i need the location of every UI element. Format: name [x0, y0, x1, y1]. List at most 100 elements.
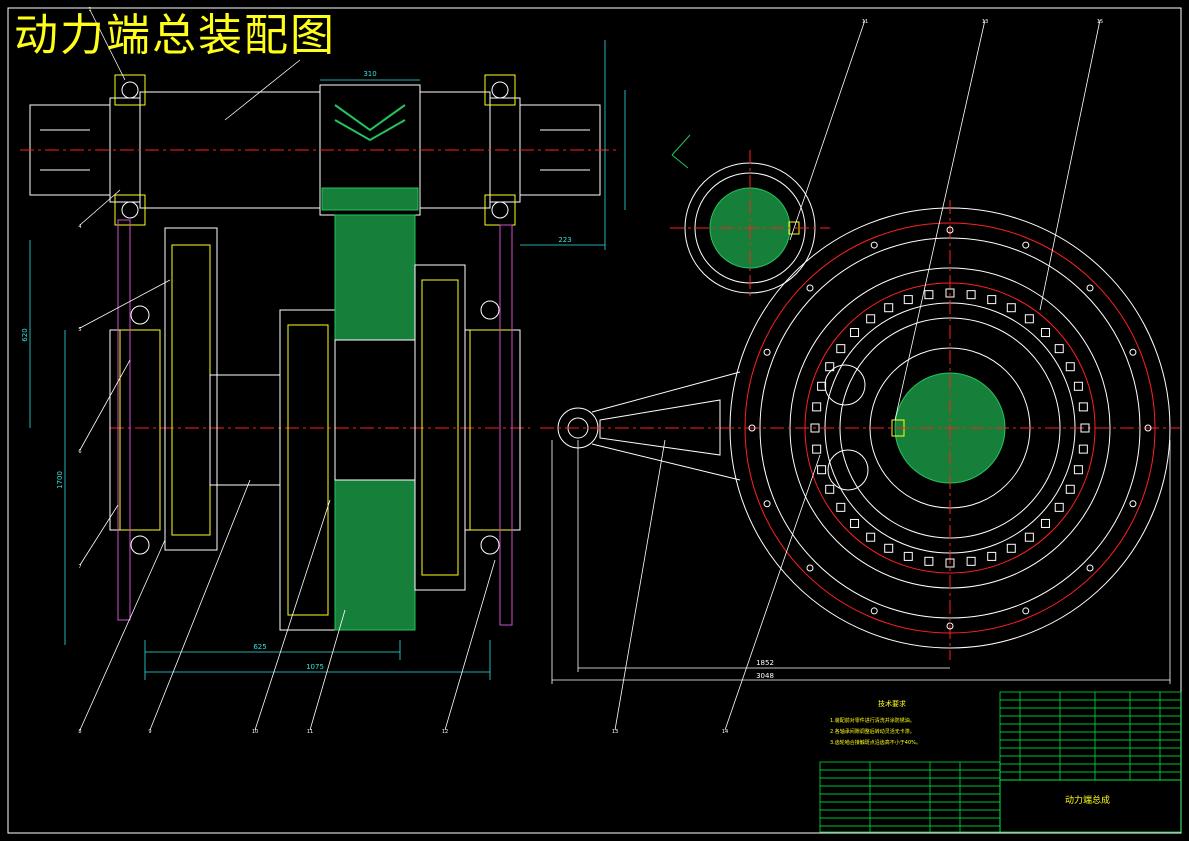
roller	[1024, 532, 1034, 542]
bolt-hole	[946, 226, 954, 234]
leader-lines-right	[614, 19, 1101, 731]
roller	[1024, 314, 1034, 324]
dim-left-height-2: 1700	[56, 471, 64, 489]
bolt-hole	[763, 348, 771, 356]
balloon-label: 13	[982, 19, 988, 25]
roller	[1078, 444, 1088, 454]
roller	[945, 558, 955, 568]
bearing-top-left-upper	[114, 74, 146, 106]
balloon-label: 10	[252, 729, 258, 735]
roller	[850, 328, 860, 338]
right-end-view: 1852 3048	[540, 19, 1180, 731]
roller	[1073, 465, 1083, 475]
roller	[884, 543, 894, 553]
crank-web-1	[164, 227, 218, 551]
roller	[825, 362, 835, 372]
roller	[1065, 362, 1075, 372]
roller	[1040, 518, 1050, 528]
balloon-label: 12	[442, 729, 448, 735]
frame-right	[499, 224, 513, 626]
bolt-hole	[763, 500, 771, 508]
bolt-hole	[1022, 607, 1030, 615]
roller	[810, 423, 820, 433]
balloon-label: 11	[862, 19, 868, 25]
bolt-hole	[1144, 424, 1152, 432]
roller	[1006, 543, 1016, 553]
dim-shaft-offset: 223	[558, 236, 571, 244]
roller	[1078, 402, 1088, 412]
dim-bottom-2: 1075	[306, 663, 324, 671]
roller	[812, 402, 822, 412]
left-section-view: 310 223 625 1075 620 1700	[20, 9, 626, 731]
roller	[866, 314, 876, 324]
gear-hatch-top	[321, 187, 419, 211]
roller	[825, 484, 835, 494]
roller	[987, 551, 997, 561]
bolt-hole	[806, 564, 814, 572]
roller	[903, 551, 913, 561]
dim-bottom-1: 625	[253, 643, 266, 651]
gear-bolt-holes	[748, 226, 1152, 630]
drawing-title: 动力端总装配图	[14, 10, 336, 61]
roller	[903, 295, 913, 305]
balloon-label: 1	[88, 7, 91, 13]
dimension-lines	[29, 40, 626, 680]
notes-line-2: 2.各轴承间隙调整后转动灵活无卡滞。	[830, 728, 915, 735]
bearing-top-right-upper	[484, 74, 516, 106]
balloon-label: 15	[1097, 19, 1103, 25]
frame-left	[117, 219, 131, 621]
bolt-hole	[946, 622, 954, 630]
bolt-hole	[870, 607, 878, 615]
roller	[1054, 344, 1064, 354]
dim-overall-2: 3048	[756, 672, 774, 680]
balloon-label: 7	[78, 564, 81, 570]
balloon-label: 8	[78, 729, 81, 735]
gear-hatch-upper	[334, 214, 416, 341]
roller	[987, 295, 997, 305]
roller	[966, 556, 976, 566]
roller	[924, 290, 934, 300]
dim-overall-1: 1852	[756, 659, 774, 667]
balloon-label: 11	[307, 729, 313, 735]
drawing-frame	[7, 7, 1182, 834]
roller	[884, 303, 894, 313]
balloon-label: 14	[722, 729, 728, 735]
parts-list	[819, 691, 1182, 833]
notes-line-3: 3.齿轮啮合接触斑点沿齿高不小于40%。	[830, 739, 921, 746]
bolt-hole	[748, 424, 756, 432]
roller	[924, 556, 934, 566]
bolt-hole	[1022, 241, 1030, 249]
roller	[817, 465, 827, 475]
roller	[850, 518, 860, 528]
balloon-label: 13	[612, 729, 618, 735]
bolt-hole	[1129, 500, 1137, 508]
connecting-rod	[591, 371, 741, 481]
crank-pin-1	[209, 374, 281, 486]
gear-rollers	[810, 288, 1090, 568]
roller	[966, 290, 976, 300]
title-block-name: 动力端总成	[1065, 794, 1110, 806]
roller	[836, 502, 846, 512]
balloon-label: 5	[78, 327, 81, 333]
bolt-hole	[1086, 284, 1094, 292]
gear-hatch-lower	[334, 479, 416, 631]
roller	[817, 381, 827, 391]
bolt-hole	[1086, 564, 1094, 572]
roller	[945, 288, 955, 298]
roller	[1065, 484, 1075, 494]
roller	[1080, 423, 1090, 433]
roller	[1054, 502, 1064, 512]
bolt-hole	[1129, 348, 1137, 356]
balloon-label: 4	[78, 224, 81, 230]
roller	[836, 344, 846, 354]
dim-shaft-width: 310	[363, 70, 376, 78]
bolt-hole	[870, 241, 878, 249]
roller	[1073, 381, 1083, 391]
roller	[812, 444, 822, 454]
technical-notes: 技术要求 1.装配前对零件进行清洗并涂防锈油。 2.各轴承间隙调整后转动灵活无卡…	[830, 699, 921, 746]
notes-heading: 技术要求	[878, 699, 906, 708]
roller	[1006, 303, 1016, 313]
balloon-label: 6	[78, 449, 81, 455]
